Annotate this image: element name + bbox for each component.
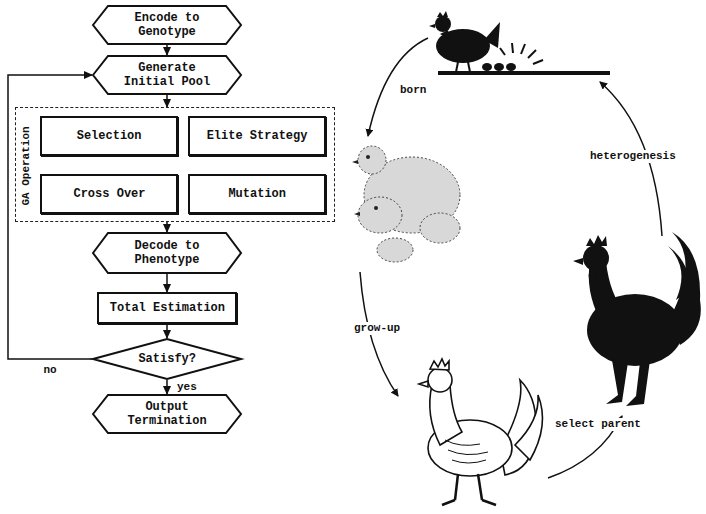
flow-arrow xyxy=(166,274,168,292)
node-label: Satisfy? xyxy=(138,352,196,366)
decision-diamond: Satisfy? xyxy=(92,338,242,380)
node-label: Mutation xyxy=(228,187,286,201)
flow-arrow xyxy=(166,324,168,338)
edge-label: yes xyxy=(175,381,199,394)
stage-label: grow-up xyxy=(352,322,402,335)
stage-label: born xyxy=(398,84,428,97)
node-label: Total Estimation xyxy=(109,301,225,315)
flow-arrow xyxy=(166,95,168,107)
process-box: Elite Strategy xyxy=(188,116,326,156)
node-label: Generate Initial Pool xyxy=(115,61,219,89)
node-label: Encode to Genotype xyxy=(115,11,219,39)
decode-hexagon: Decode to Phenotype xyxy=(92,232,242,274)
encode-hexagon: Encode to Genotype xyxy=(92,5,242,45)
node-label: Selection xyxy=(77,129,142,143)
process-box: Selection xyxy=(40,116,178,156)
ga-operation-group: GA Operation Selection Elite StrategyCross… xyxy=(15,107,335,222)
node-label: Output Termination xyxy=(115,400,219,428)
node-label: Cross Over xyxy=(73,187,146,201)
terminal-hexagon: Output Termination xyxy=(92,394,242,434)
process-box: Total Estimation xyxy=(97,292,237,324)
flow-arrow xyxy=(166,45,168,55)
group-title: GA Operation xyxy=(19,123,33,208)
process-box: Cross Over xyxy=(40,174,178,214)
stage-label: heterogenesis xyxy=(588,150,678,163)
flow-arrow xyxy=(166,222,168,232)
stage-label: select parent xyxy=(553,418,643,431)
process-box: Mutation xyxy=(188,174,326,214)
node-label: Decode to Phenotype xyxy=(115,239,219,267)
init-pool-hexagon: Generate Initial Pool xyxy=(92,55,242,95)
node-label: Elite Strategy xyxy=(207,129,308,143)
flow-arrow xyxy=(166,380,168,394)
edge-label: no xyxy=(41,364,58,377)
